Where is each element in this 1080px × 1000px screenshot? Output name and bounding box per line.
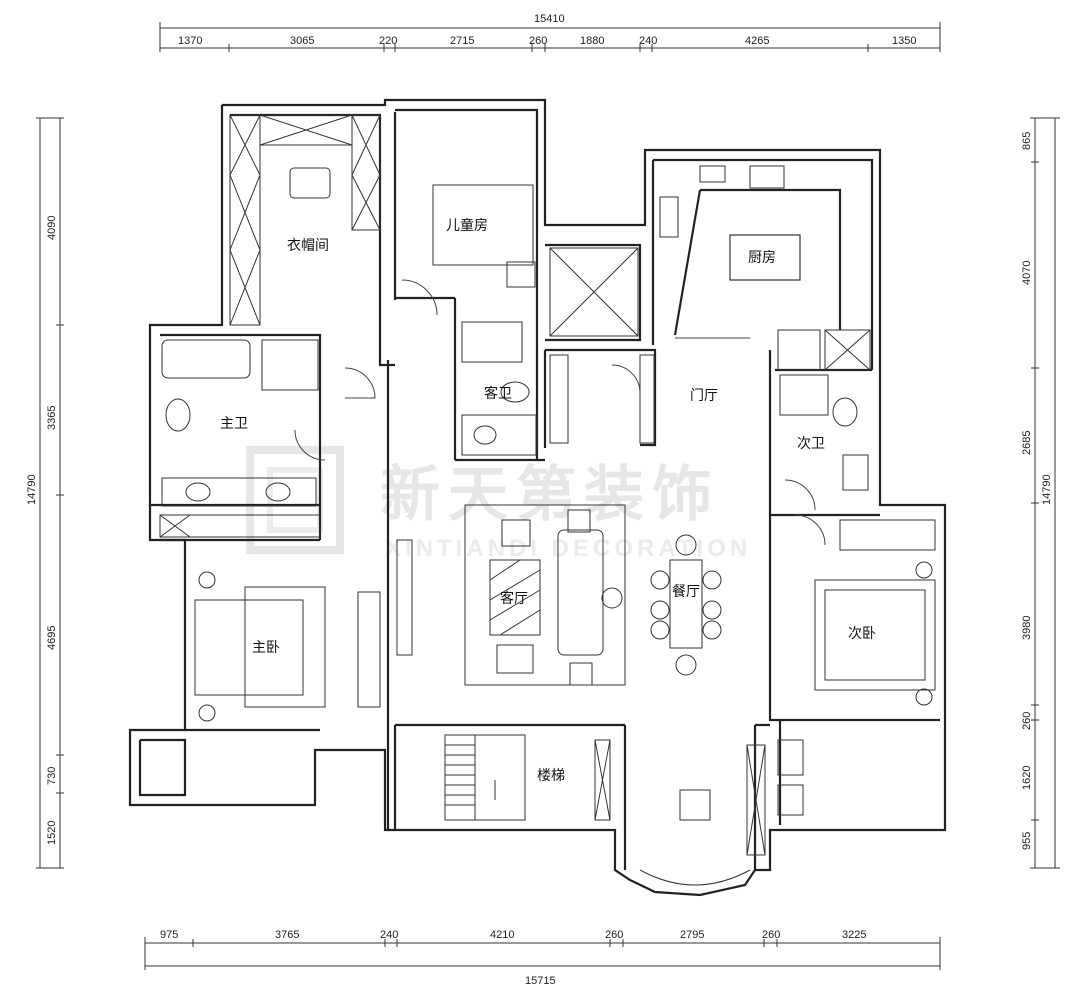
side-table-1 — [567, 509, 591, 533]
second-bed — [814, 579, 936, 691]
dim-top-3: 220 — [379, 35, 397, 47]
dim-bottom-8: 3225 — [842, 929, 866, 941]
second-bath-toilet — [832, 397, 858, 427]
dim-top-9: 1350 — [892, 35, 916, 47]
master-bed — [194, 599, 304, 696]
dim-bottom-5: 260 — [605, 929, 623, 941]
wardrobe-left — [229, 114, 261, 326]
cooktop — [659, 196, 679, 238]
kids-bed — [432, 184, 534, 266]
dim-bottom-6: 2795 — [680, 929, 704, 941]
watermark-latin: XINTIANDI DECORATION — [385, 535, 751, 562]
dim-top-8: 4265 — [745, 35, 769, 47]
bedside-lamp-2 — [198, 704, 216, 722]
dim-bottom-3: 240 — [380, 929, 398, 941]
dim-bottom-7: 260 — [762, 929, 780, 941]
dim-left-2: 3365 — [46, 406, 58, 430]
sink-master-2 — [265, 482, 291, 502]
dim-right-1: 865 — [1021, 132, 1033, 150]
second-bath-sink — [842, 454, 869, 491]
dim-top-5: 260 — [529, 35, 547, 47]
label-living-room: 客厅 — [500, 590, 528, 607]
walls — [128, 98, 947, 897]
label-stairs: 楼梯 — [537, 768, 565, 784]
wardrobe-top — [259, 114, 353, 146]
label-master-bath: 主卫 — [220, 416, 248, 432]
guest-wc-vanity — [461, 414, 537, 456]
side-table-2 — [569, 662, 593, 686]
dim-bottom-total: 15715 — [525, 975, 556, 987]
label-cloakroom: 衣帽间 — [287, 238, 329, 254]
dim-bottom-2: 3765 — [275, 929, 299, 941]
dim-right-6: 1620 — [1021, 766, 1033, 790]
dim-right-5: 260 — [1021, 712, 1033, 730]
bedside-lamp-1 — [198, 571, 216, 589]
dim-top-2: 3065 — [290, 35, 314, 47]
dim-left-3: 4695 — [46, 626, 58, 650]
label-second-bedroom: 次卧 — [848, 626, 876, 642]
label-second-bath: 次卫 — [797, 436, 825, 452]
dim-left-4: 730 — [46, 767, 58, 785]
kids-desk — [506, 261, 536, 288]
sink-master-1 — [185, 482, 211, 502]
fridge — [777, 329, 821, 371]
second-desk — [777, 739, 804, 776]
cloakroom-stool — [289, 167, 331, 199]
second-bedroom-wardrobe — [839, 519, 936, 551]
coffee-table — [489, 559, 541, 636]
dim-top-6: 1880 — [580, 35, 604, 47]
armchair-top — [501, 519, 531, 547]
dimension-lines — [36, 22, 1060, 970]
sofa — [557, 529, 604, 656]
tv-cabinet — [396, 539, 413, 656]
fixtures — [159, 114, 936, 886]
lounge-table — [679, 789, 711, 821]
dim-left-1: 4090 — [46, 216, 58, 240]
dim-left-total: 14790 — [26, 474, 38, 505]
watermark-logo — [246, 446, 344, 554]
dim-right-total: 14790 — [1041, 474, 1053, 505]
watermark: 新天第装饰 XINTIANDI DECORATION — [246, 446, 751, 562]
elevator-shaft — [549, 247, 639, 337]
range-hood — [699, 165, 726, 183]
dim-top-1: 1370 — [178, 35, 202, 47]
label-kids-room: 儿童房 — [446, 217, 488, 234]
bathtub — [161, 339, 251, 379]
plant-dining — [601, 587, 623, 609]
label-kitchen: 厨房 — [748, 250, 776, 266]
guest-wc-toilet — [500, 381, 530, 403]
corner-shower — [779, 374, 829, 416]
toilet-master — [165, 398, 191, 432]
kids-shower — [461, 321, 523, 363]
master-tv-cabinet — [357, 591, 381, 708]
room-labels: 衣帽间 儿童房 厨房 门厅 主卫 客卫 次卫 客厅 餐厅 主卧 次卧 楼梯 — [220, 217, 876, 784]
armchair-bottom — [496, 644, 534, 674]
bay-window — [639, 869, 751, 886]
shower-tray — [261, 339, 319, 391]
living-rug — [464, 504, 626, 686]
dim-right-2: 4070 — [1021, 261, 1033, 285]
dim-top-4: 2715 — [450, 35, 474, 47]
wardrobe-right — [351, 114, 381, 231]
label-dining-room: 餐厅 — [672, 584, 700, 600]
dim-top-7: 240 — [639, 35, 657, 47]
doors — [294, 279, 826, 546]
dim-right-4: 3980 — [1021, 616, 1033, 640]
label-master-bedroom: 主卧 — [252, 640, 280, 656]
dim-top-total: 15410 — [534, 13, 565, 25]
dim-left-5: 1520 — [46, 821, 58, 845]
staircase — [444, 734, 526, 821]
dim-right-7: 955 — [1021, 832, 1033, 850]
dim-bottom-4: 4210 — [490, 929, 514, 941]
watermark-text: 新天第装饰 — [380, 460, 720, 530]
dim-bottom-1: 975 — [160, 929, 178, 941]
dim-right-3: 2685 — [1021, 431, 1033, 455]
label-guest-wc: 客卫 — [484, 385, 512, 402]
dining-table — [669, 559, 703, 649]
kitchen-sink — [749, 165, 785, 189]
label-foyer: 门厅 — [690, 388, 718, 404]
